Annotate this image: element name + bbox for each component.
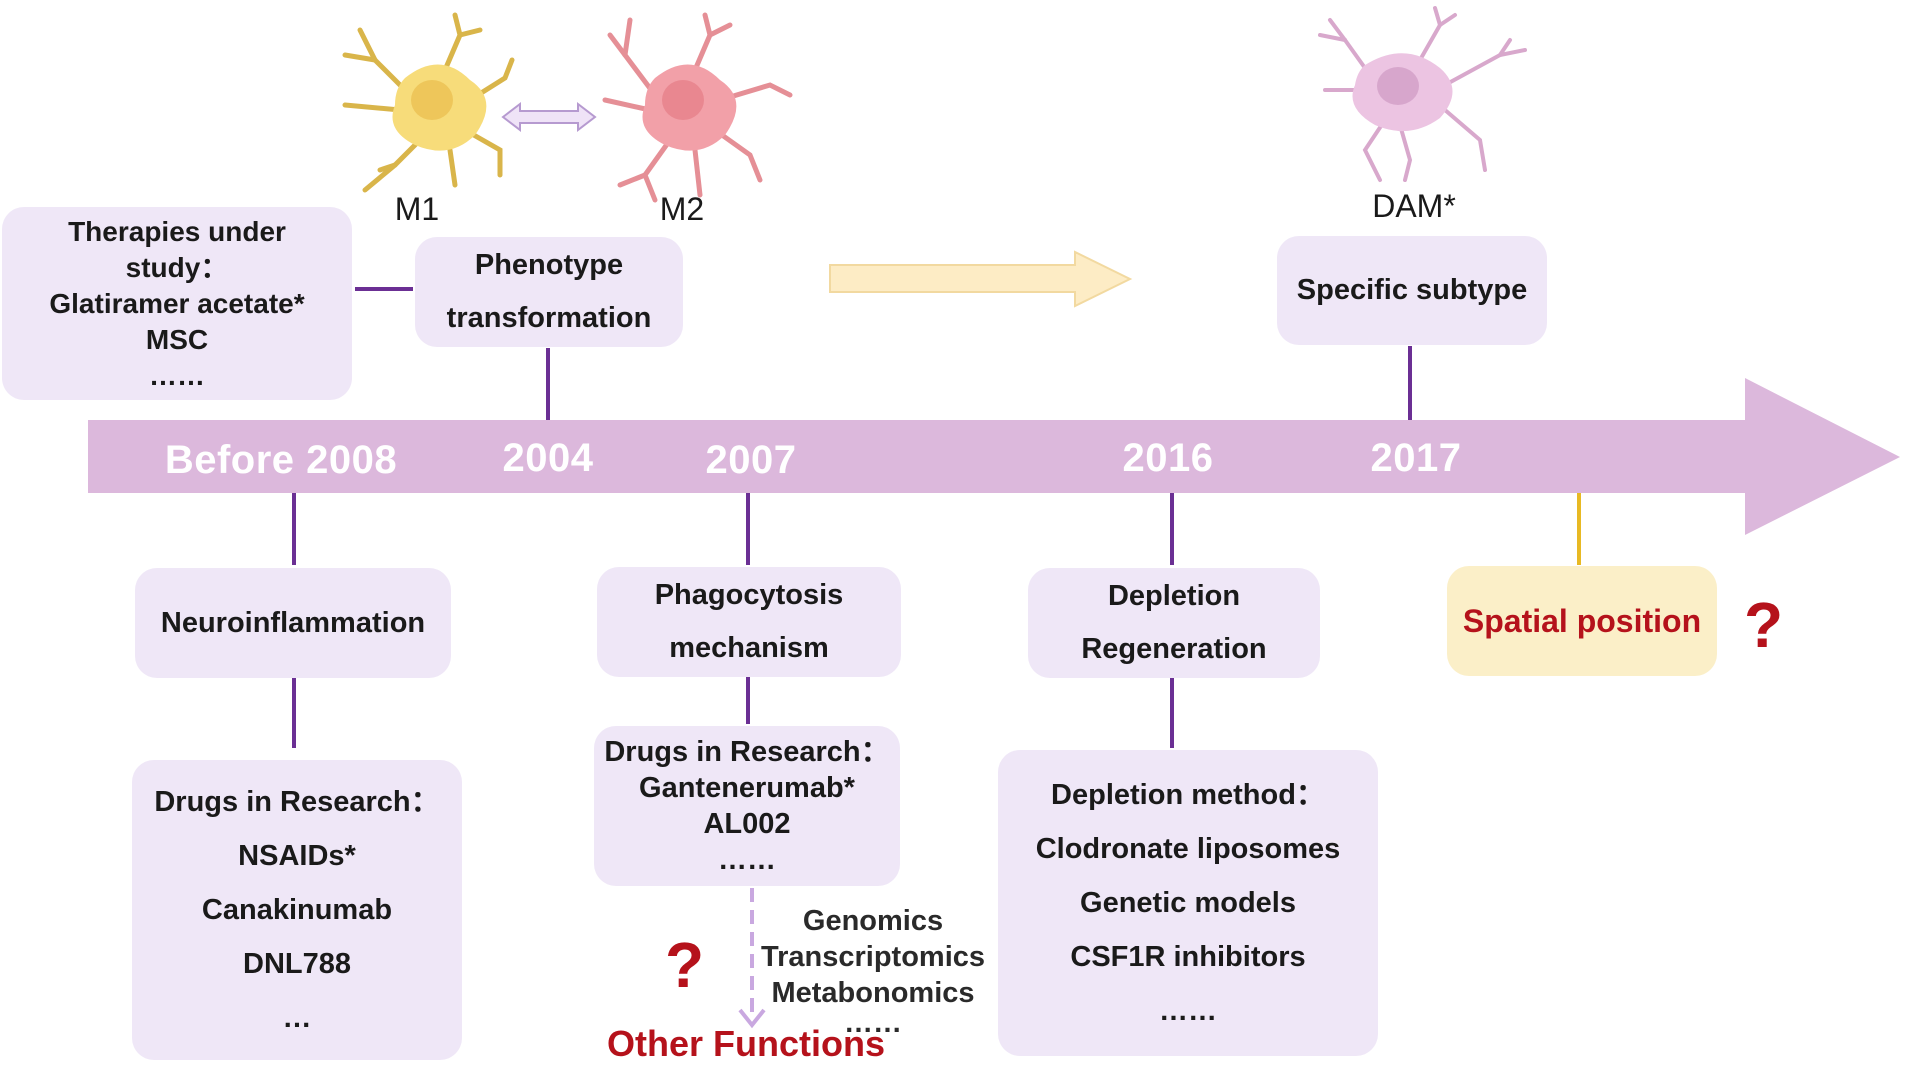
other-functions-question-mark: ? [665,929,705,1001]
m1-cell-icon [342,12,515,193]
drugs-before2008-line-3: Canakinumab [201,894,393,926]
connector-2016-depletion [1170,493,1174,565]
omics-metabonomics: Metabonomics [771,977,975,1009]
neuroinflammation-label: Neuroinflammation [160,606,426,639]
double-arrow [501,101,597,133]
connector-phago-drugs [746,676,750,724]
m2-label: M2 [659,191,705,227]
spatial-question-mark: ? [1744,589,1784,661]
drugs-before2008-line-1: Drugs in Research： [154,786,440,818]
drugs-2007-line-1: Drugs in Research： [604,736,890,768]
therapies-box: Therapies under study： Glatiramer acetat… [2,207,352,400]
year-2007: 2007 [705,438,797,482]
connector-before2008-neuro [292,493,296,565]
drugs-before2008-line-2: NSAIDs* [238,840,356,872]
omics-genomics: Genomics [802,905,944,937]
therapies-line-2: study： [125,251,229,283]
depletion-method-line-3: Genetic models [1080,887,1296,919]
depletion-method-line-4: CSF1R inhibitors [1070,941,1306,973]
depletion-method-line-2: Clodronate liposomes [1035,833,1341,865]
therapies-line-1: Therapies under [68,215,286,247]
phenotype-line-1: Phenotype [474,249,624,281]
phagocytosis-box: Phagocytosis mechanism [597,567,901,677]
year-before-2008: Before 2008 [164,438,398,482]
spatial-position-box: Spatial position [1447,566,1717,676]
year-2017: 2017 [1370,436,1462,480]
phenotype-line-2: transformation [446,302,652,334]
progress-arrow [829,250,1133,308]
other-functions-label: Other Functions [607,1023,885,1064]
depletion-box: Depletion Regeneration [1028,568,1320,678]
depletion-method-line-1: Depletion method： [1051,779,1325,811]
timeline-arrow [88,378,1900,535]
drugs-2007-line-4: …… [718,844,776,876]
drugs-box-before2008: Drugs in Research： NSAIDs* Canakinumab D… [132,760,462,1060]
depletion-line-1: Depletion [1107,580,1241,612]
drugs-box-2007: Drugs in Research： Gantenerumab* AL002 …… [594,726,900,886]
connector-2007-phago [746,493,750,565]
connector-phenotype-timeline [546,348,550,420]
therapies-line-3: Glatiramer acetate* [49,287,305,319]
year-2016: 2016 [1122,436,1214,480]
connector-spatial [1577,493,1581,565]
drugs-2007-line-3: AL002 [703,808,791,840]
depletion-method-box: Depletion method： Clodronate liposomes G… [998,750,1378,1056]
dam-label: DAM* [1372,188,1456,224]
omics-ellipsis: …… [844,1007,902,1039]
connector-therapies-phenotype [355,287,413,291]
depletion-line-2: Regeneration [1081,633,1267,665]
year-2004: 2004 [502,436,594,480]
neuroinflammation-box: Neuroinflammation [135,568,451,678]
omics-transcriptomics: Transcriptomics [760,941,986,973]
m2-cell-icon [602,12,793,203]
omics-list: Genomics Transcriptomics Metabonomics …… [758,903,988,1039]
m1-label: M1 [394,191,440,227]
connector-depletion-method [1170,676,1174,748]
drugs-2007-line-2: Gantenerumab* [639,772,855,804]
phagocytosis-line-2: mechanism [669,632,829,664]
depletion-method-line-5: …… [1159,995,1217,1027]
specific-subtype-label: Specific subtype [1296,274,1528,306]
phagocytosis-line-1: Phagocytosis [654,579,844,611]
connector-neuro-drugs [292,676,296,748]
therapies-line-4: MSC [145,323,209,355]
phenotype-box: Phenotype transformation [415,237,683,347]
drugs-before2008-line-4: DNL788 [243,948,351,980]
connector-specific-timeline [1408,346,1412,420]
dam-cell-icon [1318,6,1527,182]
therapies-line-5: …… [149,359,205,391]
specific-subtype-box: Specific subtype [1277,236,1547,345]
spatial-position-label: Spatial position [1462,602,1702,639]
drugs-before2008-line-5: … [282,1002,312,1034]
